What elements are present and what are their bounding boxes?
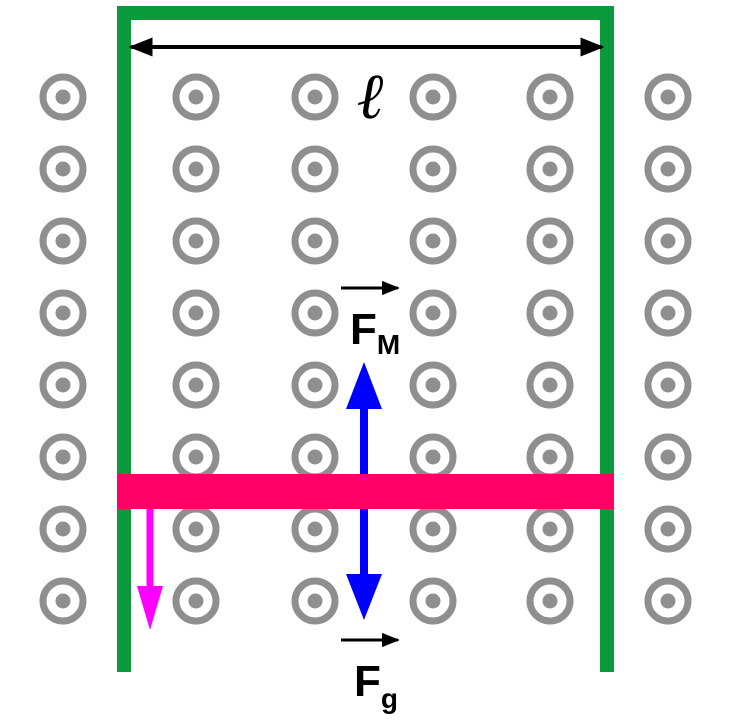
field-out-of-page-icon bbox=[172, 433, 220, 481]
field-out-of-page-icon bbox=[172, 73, 220, 121]
green-rail-frame bbox=[117, 6, 614, 672]
svg-text:Fg: Fg bbox=[354, 657, 398, 714]
svg-text:FM: FM bbox=[350, 305, 400, 360]
field-out-of-page-icon bbox=[291, 73, 339, 121]
velocity-arrow bbox=[137, 508, 163, 630]
field-out-of-page-icon bbox=[291, 505, 339, 553]
field-out-of-page-icon bbox=[644, 361, 692, 409]
field-out-of-page-icon bbox=[291, 217, 339, 265]
field-out-of-page-icon bbox=[644, 433, 692, 481]
gravity-force-subscript: g bbox=[381, 683, 398, 714]
field-out-of-page-icon bbox=[526, 145, 574, 193]
field-out-of-page-icon bbox=[172, 289, 220, 337]
field-out-of-page-icon bbox=[291, 361, 339, 409]
field-out-of-page-icon bbox=[409, 433, 457, 481]
field-out-of-page-icon bbox=[409, 505, 457, 553]
field-out-of-page-icon bbox=[409, 289, 457, 337]
field-out-of-page-icon bbox=[409, 73, 457, 121]
field-out-of-page-icon bbox=[526, 505, 574, 553]
length-label: ℓ bbox=[357, 61, 384, 132]
field-out-of-page-icon bbox=[291, 577, 339, 625]
field-out-of-page-icon bbox=[526, 289, 574, 337]
field-out-of-page-icon bbox=[526, 577, 574, 625]
field-out-of-page-icon bbox=[39, 289, 87, 337]
field-out-of-page-icon bbox=[172, 145, 220, 193]
gravity-force-arrow bbox=[346, 508, 382, 620]
field-out-of-page-icon bbox=[39, 433, 87, 481]
field-out-of-page-icon bbox=[409, 217, 457, 265]
field-out-of-page-icon bbox=[291, 289, 339, 337]
field-out-of-page-icon bbox=[39, 577, 87, 625]
gravity-force-symbol: F bbox=[354, 657, 381, 706]
magnetic-force-label: FM bbox=[341, 280, 400, 360]
magnetic-force-arrow bbox=[346, 362, 382, 476]
field-out-of-page-icon bbox=[526, 73, 574, 121]
field-out-of-page-icon bbox=[644, 217, 692, 265]
field-out-of-page-icon bbox=[39, 73, 87, 121]
field-out-of-page-icon bbox=[409, 361, 457, 409]
field-out-of-page-icon bbox=[291, 433, 339, 481]
magnetic-force-symbol: F bbox=[350, 305, 377, 354]
field-out-of-page-icon bbox=[526, 433, 574, 481]
field-out-of-page-icon bbox=[39, 361, 87, 409]
field-out-of-page-icon bbox=[409, 145, 457, 193]
field-out-of-page-icon bbox=[39, 505, 87, 553]
field-out-of-page-icon bbox=[172, 505, 220, 553]
field-out-of-page-icon bbox=[644, 145, 692, 193]
field-out-of-page-icon bbox=[644, 577, 692, 625]
field-out-of-page-icon bbox=[172, 577, 220, 625]
magnetic-force-subscript: M bbox=[377, 329, 400, 360]
field-out-of-page-icon bbox=[172, 217, 220, 265]
field-out-of-page-icon bbox=[526, 361, 574, 409]
field-out-of-page-icon bbox=[172, 361, 220, 409]
field-out-of-page-icon bbox=[644, 505, 692, 553]
field-out-of-page-icon bbox=[409, 577, 457, 625]
field-out-of-page-icon bbox=[39, 217, 87, 265]
field-out-of-page-icon bbox=[39, 145, 87, 193]
field-out-of-page-icon bbox=[644, 289, 692, 337]
field-out-of-page-icon bbox=[644, 73, 692, 121]
field-out-of-page-icon bbox=[291, 145, 339, 193]
field-out-of-page-icon bbox=[526, 217, 574, 265]
sliding-rod bbox=[117, 474, 614, 509]
gravity-force-label: Fg bbox=[341, 632, 400, 714]
